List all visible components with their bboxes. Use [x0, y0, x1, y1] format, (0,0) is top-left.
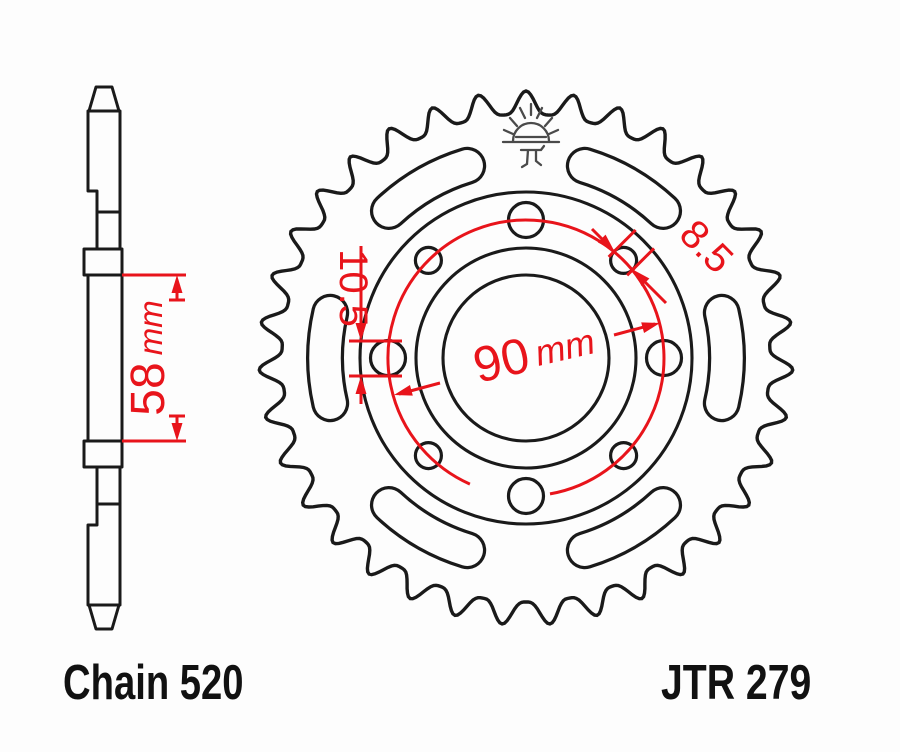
lightening-slot-inner [309, 297, 346, 419]
lightening-slot-inner [569, 150, 679, 227]
dim-85-tick-upper [607, 228, 637, 258]
hub-step-circle [414, 246, 638, 470]
dim-58-arrow-top [171, 275, 183, 293]
dim-105-arrow-top [355, 323, 367, 341]
section-hub-flange-lower-hatched [82, 439, 124, 469]
section-plate-lower-hatched [86, 502, 122, 607]
dim-90-arrow-lower [394, 385, 413, 396]
bolt-hole-small [413, 441, 443, 471]
lightening-slot-inner [373, 150, 483, 227]
sprocket-front-view [257, 89, 795, 626]
lightening-slot-inner [373, 489, 483, 566]
dim-85-tick-lower [626, 247, 656, 277]
section-bolt-hole-gap-upper [95, 210, 122, 251]
section-bolt-hole-gap-lower [95, 465, 122, 506]
bolt-hole-small [413, 245, 443, 275]
dim-90-arrow-upper [641, 322, 660, 333]
flange-circle [358, 190, 694, 526]
section-plate-upper-hatched [86, 109, 122, 214]
lightening-slot-inner [569, 489, 679, 566]
dim-85-arrow-upper [597, 234, 615, 252]
dim-58-arrow-bottom [171, 423, 183, 441]
jt-logo-mark [519, 144, 546, 169]
chain-size-label: Chain 520 [63, 656, 244, 711]
part-number-label: JTR 279 [661, 656, 811, 710]
bolt-hole-small [608, 441, 639, 471]
jt-rising-sun-logo [501, 102, 561, 169]
centre-bore-circle [441, 273, 611, 443]
sun-rays-icon [502, 102, 560, 136]
dim-85-tail-lower [635, 272, 668, 305]
lightening-slot-inner [706, 297, 743, 419]
bolt-hole-small [608, 245, 639, 275]
section-hub-flange-upper-hatched [82, 247, 124, 277]
dim-58-tail-bottom [169, 414, 185, 427]
sun-dome-icon [511, 121, 551, 143]
dim-90-text: 90mm [468, 312, 600, 394]
bolt-circle [386, 218, 666, 496]
dim-58-text: 58mm [122, 300, 175, 415]
section-tooth-bottom [87, 603, 121, 631]
sprocket-cross-section [82, 85, 124, 631]
dim-105-text: 10.5 [331, 249, 375, 327]
section-tooth-top [87, 85, 121, 113]
bolt-hole-large [506, 476, 546, 516]
dim-105-arrow-bottom [355, 376, 367, 394]
dim-58-tail-top [169, 289, 185, 302]
